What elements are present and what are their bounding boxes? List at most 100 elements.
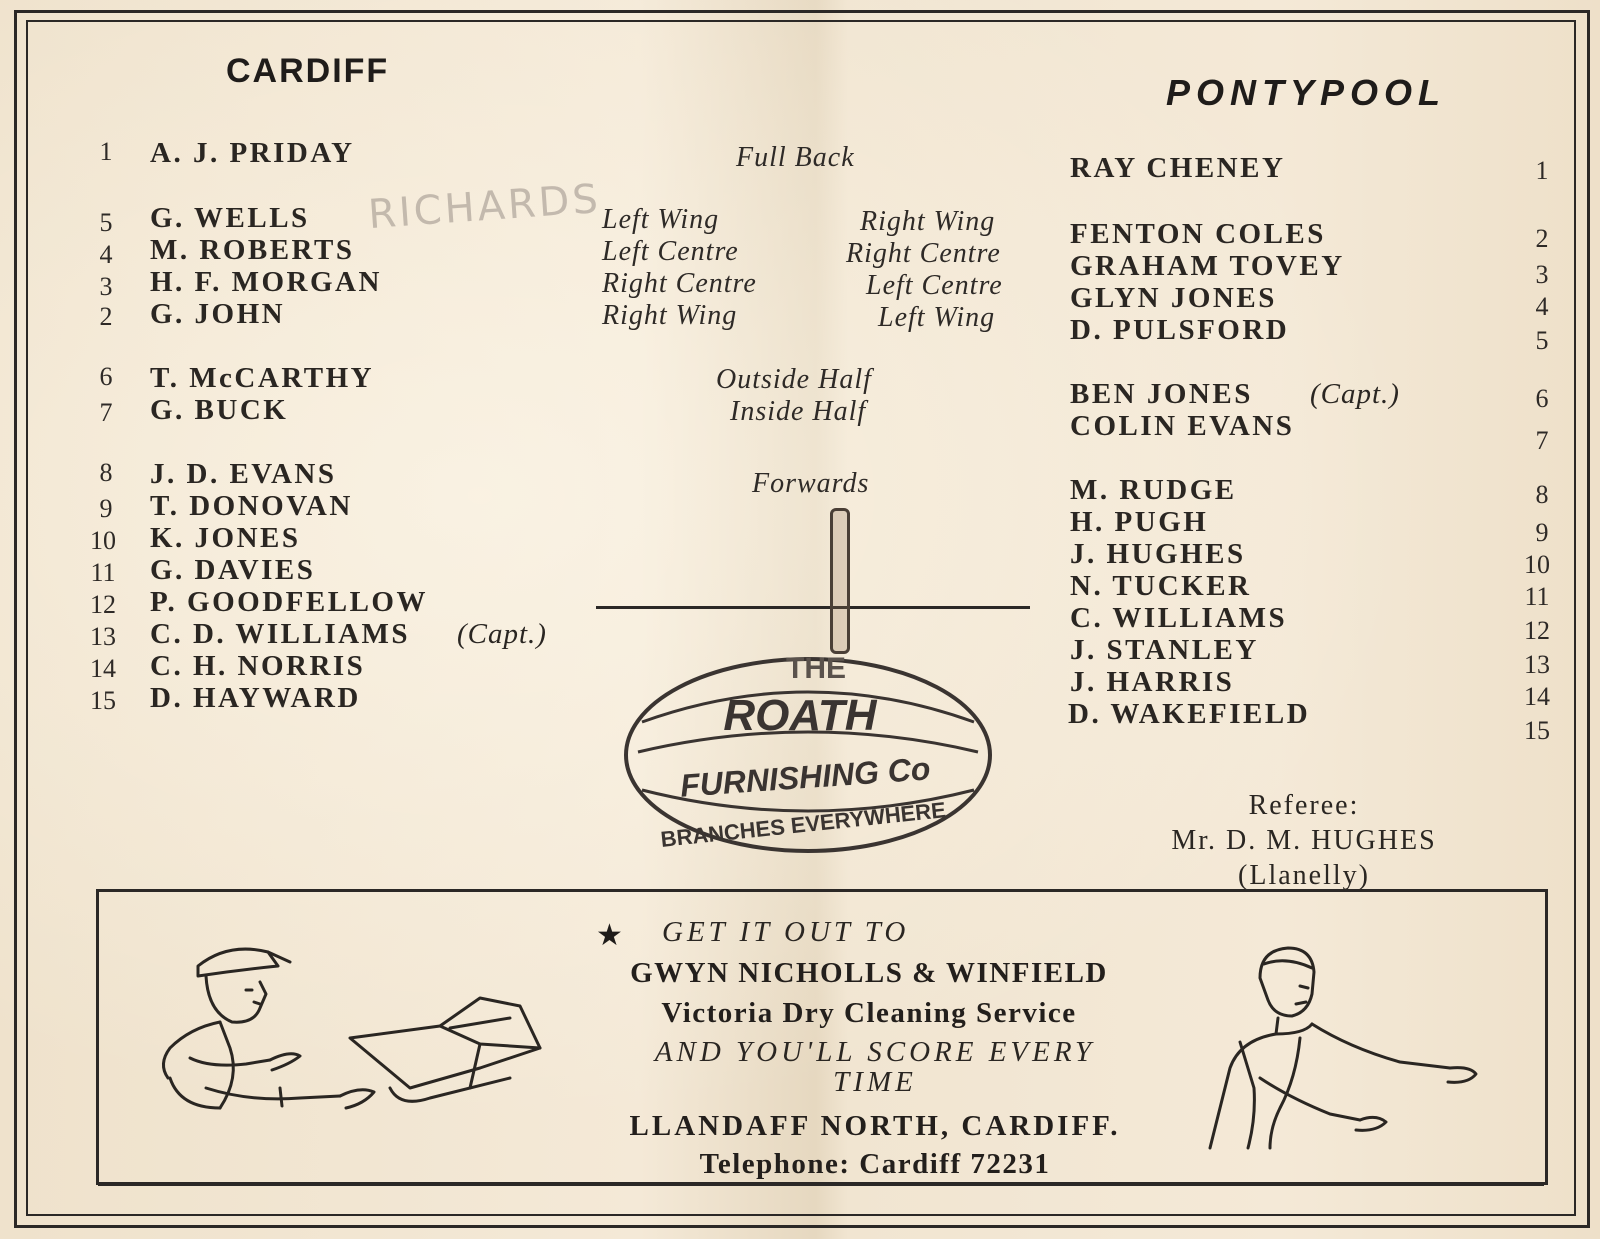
player-name: GRAHAM TOVEY (1070, 250, 1345, 282)
player-name: RAY CHENEY (1070, 152, 1286, 184)
advert-line-5: TIME (833, 1066, 917, 1098)
stamp-line-3: FURNISHING Co (679, 750, 932, 803)
captain-note: (Capt.) (1310, 378, 1400, 410)
player-number: 7 (99, 398, 113, 427)
player-name: D. WAKEFIELD (1068, 698, 1311, 730)
player-number: 9 (99, 494, 113, 523)
player-name: J. STANLEY (1070, 634, 1259, 666)
position-label: Right Wing (860, 206, 996, 237)
player-number: 13 (1524, 650, 1550, 679)
player-number: 1 (99, 137, 113, 166)
player-number: 8 (1535, 480, 1549, 509)
player-number: 8 (99, 458, 113, 487)
player-number: 5 (1535, 326, 1549, 355)
player-number: 1 (1535, 156, 1549, 185)
referee-club: (Llanelly) (1238, 860, 1370, 891)
advert-line-1: GET IT OUT TO (662, 916, 910, 948)
player-name: T. DONOVAN (150, 490, 353, 522)
player-name: C. H. NORRIS (150, 650, 366, 682)
player-name: J. HARRIS (1070, 666, 1235, 698)
player-number: 12 (90, 590, 116, 619)
advert-line-7: Telephone: Cardiff 72231 (699, 1148, 1051, 1180)
referee-block: Referee: Mr. D. M. HUGHES (Llanelly) (1088, 788, 1520, 893)
player-name: D. PULSFORD (1070, 314, 1290, 346)
player-number: 11 (90, 558, 116, 587)
player-name: G. WELLS (150, 202, 310, 234)
position-label: Right Wing (602, 300, 738, 331)
player-number: 4 (99, 240, 113, 269)
advert-shadow-line (98, 1182, 1544, 1186)
position-label: Left Centre (602, 236, 739, 267)
position-label: Left Wing (602, 204, 720, 235)
player-name: D. HAYWARD (150, 682, 361, 714)
player-name: COLIN EVANS (1070, 410, 1295, 442)
player-number: 13 (90, 622, 116, 651)
position-label: Left Centre (866, 270, 1003, 301)
player-name: T. McCARTHY (150, 362, 375, 394)
position-forwards: Forwards (752, 468, 870, 499)
player-number: 2 (1535, 224, 1549, 253)
stamp-line-4: BRANCHES EVERYWHERE (659, 797, 946, 852)
player-name: GLYN JONES (1070, 282, 1277, 314)
referee-name: Mr. D. M. HUGHES (1171, 825, 1437, 856)
away-team-heading: PONTYPOOL (1166, 72, 1447, 113)
home-team-heading: CARDIFF (226, 52, 390, 90)
player-name: J. D. EVANS (150, 458, 337, 490)
player-name: G. DAVIES (150, 554, 316, 586)
position-outside-half: Outside Half (716, 364, 872, 395)
player-name: H. F. MORGAN (150, 266, 382, 298)
player-number: 7 (1535, 426, 1549, 455)
player-number: 6 (99, 362, 113, 391)
advert-line-4: AND YOU'LL SCORE EVERY (654, 1036, 1096, 1068)
advert-line-3: Victoria Dry Cleaning Service (661, 997, 1077, 1029)
player-name: A. J. PRIDAY (150, 137, 355, 169)
position-full-back: Full Back (736, 142, 855, 173)
player-name: N. TUCKER (1070, 570, 1252, 602)
position-label: Right Centre (846, 238, 1001, 269)
player-number: 12 (1524, 616, 1550, 645)
player-name: C. D. WILLIAMS (150, 618, 411, 650)
player-number: 3 (1535, 260, 1549, 289)
player-name: M. ROBERTS (150, 234, 355, 266)
advert-line-2: GWYN NICHOLLS & WINFIELD (630, 957, 1108, 989)
staple (830, 508, 850, 654)
player-number: 10 (1524, 550, 1550, 579)
rugby-ball-stamp: THE ROATH FURNISHING Co BRANCHES EVERYWH… (624, 652, 992, 853)
player-name: G. BUCK (150, 394, 289, 426)
stamp-line-1: THE (786, 652, 846, 685)
athlete-illustration (1208, 946, 1478, 1150)
player-number: 3 (99, 272, 113, 301)
delivery-man-illustration (162, 947, 542, 1110)
player-number: 14 (90, 654, 116, 683)
player-name: M. RUDGE (1070, 474, 1237, 506)
player-name: H. PUGH (1070, 506, 1209, 538)
stamp-line-2: ROATH (723, 691, 877, 740)
player-name: G. JOHN (150, 298, 286, 330)
outer-border (14, 10, 1590, 1228)
player-number: 9 (1535, 518, 1549, 547)
star-icon: ★ (596, 919, 623, 952)
position-label: Right Centre (602, 268, 757, 299)
player-number: 15 (90, 686, 116, 715)
inner-border (26, 20, 1576, 1216)
advert-line-6: LLANDAFF NORTH, CARDIFF. (629, 1110, 1121, 1142)
player-number: 11 (1524, 582, 1550, 611)
referee-label: Referee: (1248, 790, 1360, 821)
player-number: 4 (1535, 292, 1549, 321)
player-number: 14 (1524, 682, 1550, 711)
player-name: P. GOODFELLOW (150, 586, 428, 618)
player-name: K. JONES (150, 522, 301, 554)
player-number: 5 (99, 208, 113, 237)
player-number: 6 (1535, 384, 1549, 413)
player-name: BEN JONES (1070, 378, 1253, 410)
player-name: J. HUGHES (1070, 538, 1246, 570)
player-name: C. WILLIAMS (1070, 602, 1288, 634)
player-number: 15 (1524, 716, 1550, 745)
player-number: 2 (99, 302, 113, 331)
player-name: FENTON COLES (1070, 218, 1326, 250)
divider-line (596, 606, 1030, 609)
player-number: 10 (90, 526, 116, 555)
captain-note: (Capt.) (457, 618, 547, 650)
position-inside-half: Inside Half (730, 396, 867, 427)
